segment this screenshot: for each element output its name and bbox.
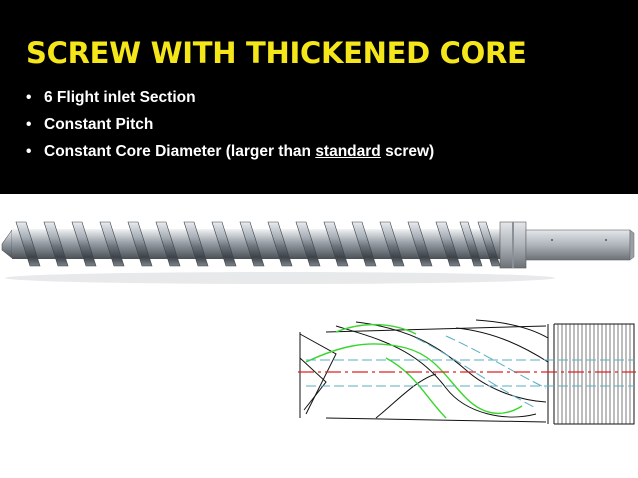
slide-header: SCREW WITH THICKENED CORE • 6 Flight inl… [0, 0, 638, 194]
slide-title: SCREW WITH THICKENED CORE [26, 36, 527, 70]
bullet-item: • Constant Pitch [26, 111, 434, 138]
bullet-item: • Constant Core Diameter (larger than st… [26, 138, 434, 165]
bullet-item: • 6 Flight inlet Section [26, 84, 434, 111]
bullet-list: • 6 Flight inlet Section • Constant Pitc… [26, 84, 434, 165]
screw-flights [15, 221, 501, 267]
bullet-text-end: screw) [380, 142, 435, 160]
bullet-icon: • [26, 142, 32, 160]
bullet-icon: • [26, 115, 32, 133]
screw-technical-drawing [298, 319, 636, 425]
screw-photo [1, 221, 635, 284]
bullet-text: Constant Core Diameter (larger than stan… [44, 142, 434, 162]
bullet-icon: • [26, 88, 32, 106]
bullet-text: 6 Flight inlet Section [44, 88, 196, 106]
bullet-text: Constant Pitch [44, 115, 154, 133]
bullet-text-underlined: standard [315, 142, 381, 160]
bullet-text-start: Constant Core Diameter (larger than [44, 142, 316, 160]
